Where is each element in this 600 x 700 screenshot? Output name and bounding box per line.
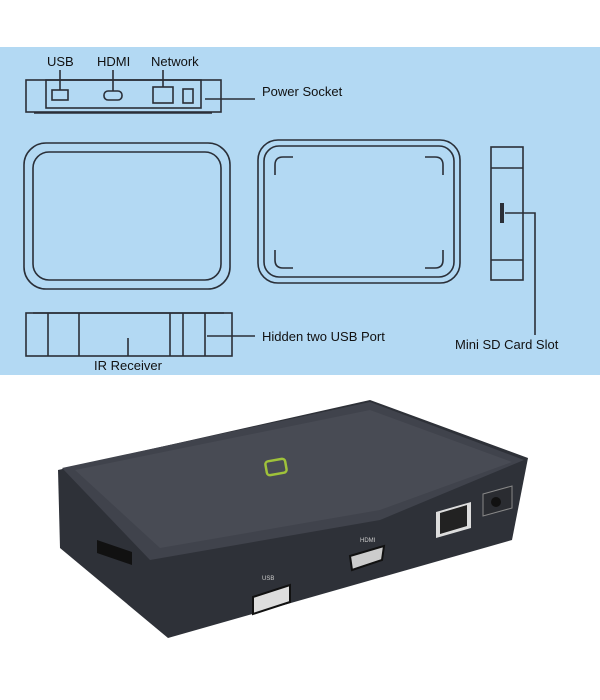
hdmi-port-drawing — [103, 90, 123, 101]
usb-port-drawing — [51, 89, 69, 101]
device-photo: USB HDMI — [0, 380, 600, 695]
bottom-view — [257, 139, 461, 284]
device-illustration: USB HDMI — [58, 400, 528, 638]
hdmi-port: HDMI — [348, 538, 386, 572]
mini-sd-label: Mini SD Card Slot — [455, 337, 559, 352]
usb-port-label: USB — [262, 576, 274, 582]
network-port-drawing — [152, 86, 174, 104]
ir-receiver-label: IR Receiver — [94, 358, 163, 373]
hdmi-label: HDMI — [97, 54, 130, 69]
usb-port: USB — [252, 576, 291, 616]
hidden-usb-label: Hidden two USB Port — [262, 329, 385, 344]
sd-slot-drawing — [500, 203, 504, 223]
device-diagram-panel: USB HDMI Network Power Socket Mini SD Ca… — [0, 47, 600, 375]
network-port — [436, 502, 471, 538]
top-view — [23, 142, 231, 290]
network-label: Network — [151, 54, 199, 69]
sd-card-slot — [97, 540, 132, 565]
brand-logo — [264, 457, 288, 477]
power-socket-label: Power Socket — [262, 84, 343, 99]
side-view: Mini SD Card Slot — [455, 146, 559, 352]
usb-label: USB — [47, 54, 74, 69]
front-view: USB HDMI Network Power Socket — [25, 54, 343, 114]
power-socket-drawing — [182, 88, 194, 104]
device-diagram: USB HDMI Network Power Socket Mini SD Ca… — [23, 54, 559, 373]
power-socket — [482, 485, 513, 517]
hdmi-port-label: HDMI — [360, 538, 376, 544]
back-view: Hidden two USB Port IR Receiver — [25, 312, 385, 373]
